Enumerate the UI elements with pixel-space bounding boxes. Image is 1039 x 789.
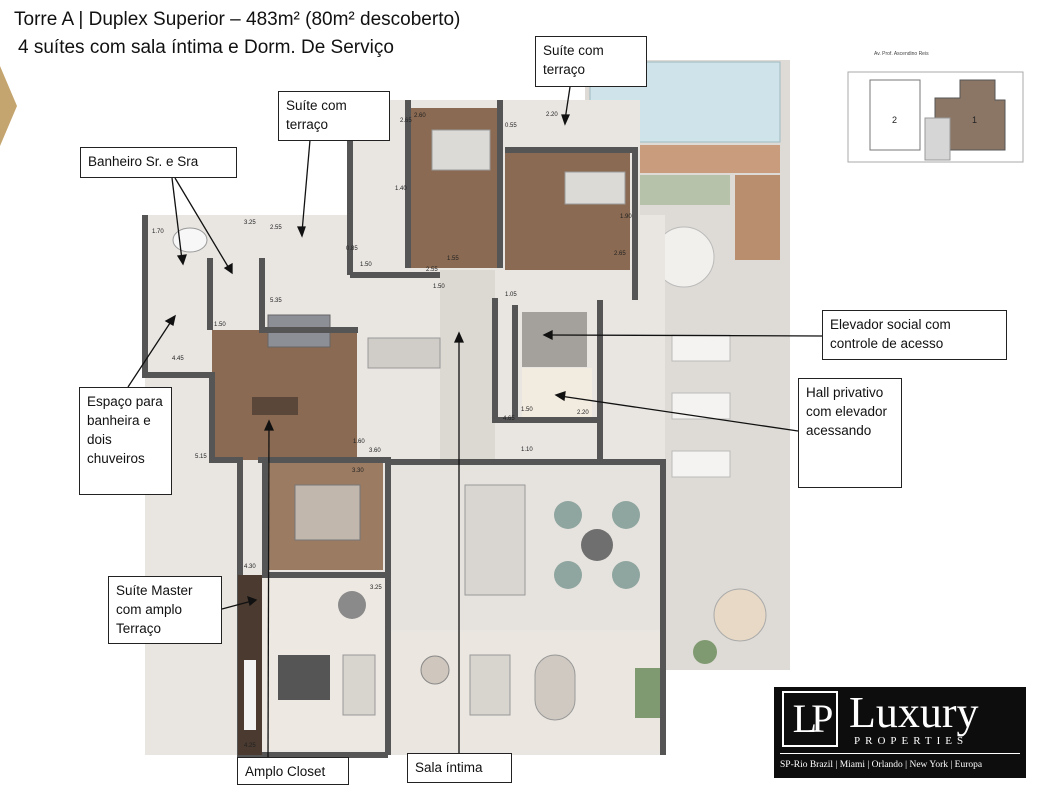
dimension-label: 1.90 <box>620 214 632 220</box>
chaise <box>534 654 576 721</box>
chair <box>554 561 582 589</box>
keymap-street-label: Av. Prof. Ascendino Reis <box>874 51 929 57</box>
master-bed <box>294 484 361 541</box>
bed <box>431 129 491 171</box>
plant <box>693 640 717 664</box>
dimension-label: 1.50 <box>521 407 533 413</box>
dimension-label: 4.65 <box>503 416 515 422</box>
logo-mark: LP <box>782 691 838 747</box>
dimension-label: 1.70 <box>152 229 164 235</box>
dimension-label: 3.25 <box>370 585 382 591</box>
chair <box>554 501 582 529</box>
bench <box>252 397 298 415</box>
key-map <box>847 71 1024 163</box>
dimension-label: 5.35 <box>270 298 282 304</box>
dimension-label: 2.20 <box>546 112 558 118</box>
dimension-label: 3.25 <box>244 220 256 226</box>
luxury-properties-logo: LP Luxury PROPERTIES SP-Rio Brazil | Mia… <box>774 687 1026 778</box>
dining-table <box>581 529 613 561</box>
dimension-label: 2.55 <box>426 267 438 273</box>
callout-suite-terraco-left: Suíte com terraço <box>278 91 390 141</box>
bathtub <box>172 227 208 253</box>
dimension-label: 1.40 <box>395 186 407 192</box>
private-hall <box>522 368 592 418</box>
callout-hall: Hall privativo com elevador acessando <box>798 378 902 488</box>
keymap-unit-2: 2 <box>892 115 898 125</box>
sofa <box>367 337 441 369</box>
chair <box>612 561 640 589</box>
dimension-label: 1.10 <box>521 447 533 453</box>
dimension-label: 2.55 <box>270 225 282 231</box>
dimension-label: 1.50 <box>433 284 445 290</box>
bed <box>564 171 626 205</box>
dimension-label: 1.60 <box>353 439 365 445</box>
lounge <box>388 632 663 750</box>
closet-mirror <box>244 660 256 730</box>
page-subtitle: 4 suítes com sala íntima e Dorm. De Serv… <box>18 37 394 58</box>
dimension-label: 4.30 <box>244 564 256 570</box>
dimension-label: 2.65 <box>614 251 626 257</box>
dimension-label: 1.50 <box>214 322 226 328</box>
callout-elevador: Elevador social com controle de acesso <box>822 310 1007 360</box>
dimension-label: 1.05 <box>505 292 517 298</box>
dimension-label: 4.25 <box>244 743 256 749</box>
callout-lines <box>127 86 823 758</box>
sofa <box>342 654 376 716</box>
logo-divider <box>780 753 1020 754</box>
sunbed <box>671 450 731 478</box>
planter <box>640 175 730 205</box>
corridor-floor <box>212 330 357 460</box>
chair <box>612 501 640 529</box>
dimension-labels: 2.60 2.65 1.40 2.20 0.55 1.70 3.25 2.55 … <box>152 112 632 749</box>
callout-suite-terraco-top: Suíte com terraço <box>535 36 647 87</box>
callout-suite-master: Suíte Master com amplo Terraço <box>108 576 222 644</box>
sofa <box>469 654 511 716</box>
callout-closet: Amplo Closet <box>237 757 349 785</box>
dimension-label: 3.60 <box>369 448 381 454</box>
page-title: Torre A | Duplex Superior – 483m² (80m² … <box>14 9 461 30</box>
dimension-label: 5.15 <box>195 454 207 460</box>
table <box>338 591 366 619</box>
callout-sala: Sala íntima <box>407 753 512 783</box>
dimension-label: 3.30 <box>352 468 364 474</box>
dimension-label: 0.85 <box>346 246 358 252</box>
dimension-label: 4.45 <box>172 356 184 362</box>
sectional-sofa <box>464 484 526 596</box>
dimension-label: 2.20 <box>577 410 589 416</box>
corridor <box>440 270 495 460</box>
logo-subtitle: PROPERTIES <box>854 735 969 747</box>
suite-floor <box>505 152 630 270</box>
dimension-label: 0.55 <box>505 123 517 129</box>
dimension-label: 1.50 <box>360 262 372 268</box>
outdoor-lounge <box>713 588 767 642</box>
deck-strip <box>640 145 780 173</box>
sunbed <box>671 392 731 420</box>
dimension-label: 1.55 <box>447 256 459 262</box>
dimension-label: 2.60 <box>414 113 426 119</box>
table <box>420 655 450 685</box>
elevator <box>522 312 587 367</box>
dimension-label: 2.65 <box>400 118 412 124</box>
rug <box>278 655 330 700</box>
keymap-unit-1: 1 <box>972 115 978 125</box>
sunbed <box>671 334 731 362</box>
callout-banheiro: Banheiro Sr. e Sra <box>80 147 237 178</box>
gold-chevron-icon <box>0 66 17 146</box>
planter <box>635 668 660 718</box>
logo-cities: SP-Rio Brazil | Miami | Orlando | New Yo… <box>780 760 983 770</box>
callout-banheira: Espaço para banheira e dois chuveiros <box>79 387 172 495</box>
logo-name: Luxury <box>849 688 979 737</box>
deck-stairs <box>735 175 780 260</box>
